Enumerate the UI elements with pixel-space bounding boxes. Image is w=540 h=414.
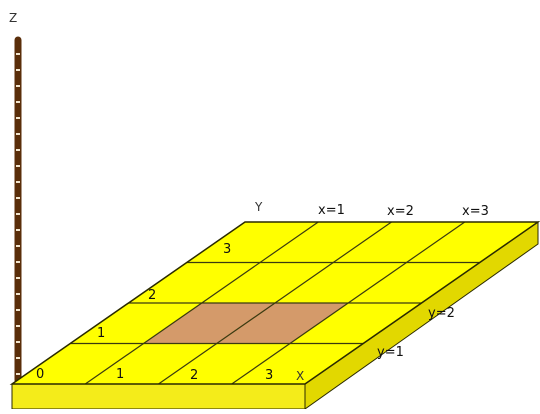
x-tick-label-0: 0: [36, 367, 44, 382]
x-line-label-3: x=3: [462, 204, 489, 219]
grid-lines: [70, 221, 480, 385]
y-line-label-1: y=1: [377, 345, 404, 360]
y-tick-label-2: 2: [148, 288, 156, 303]
y-tick-label-3: 3: [223, 242, 231, 257]
x-tick-label-2: 2: [190, 368, 198, 383]
x-axis-label: X: [296, 369, 304, 383]
z-axis-ticks: [16, 53, 20, 375]
x-line-label-1: x=1: [318, 203, 345, 218]
plate-top-outline: [9, 221, 540, 385]
x-tick-label-1: 1: [116, 367, 124, 382]
y-tick-label-1: 1: [97, 326, 105, 341]
plate-front-face: [11, 383, 306, 410]
z-axis-label: Z: [9, 11, 17, 25]
x-tick-label-3: 3: [265, 368, 273, 383]
x-line-label-2: x=2: [387, 204, 414, 219]
y-axis-label: Y: [254, 200, 263, 214]
y-line-label-2: y=2: [428, 306, 455, 321]
